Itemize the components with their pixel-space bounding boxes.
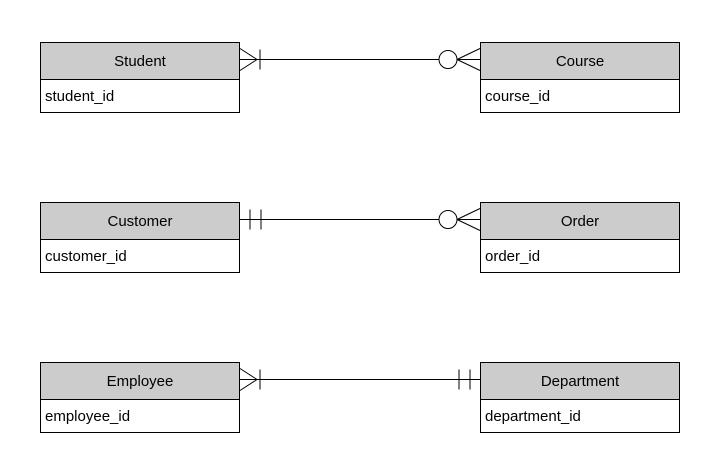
entity-department-name: Department — [540, 372, 620, 390]
entity-course-attribute: course_id — [485, 87, 551, 105]
entity-student-name: Student — [114, 52, 166, 70]
entity-course-name: Course — [555, 52, 605, 70]
cardinality-zero-or-many-icon — [438, 48, 481, 71]
entity-course-header: Course — [481, 43, 679, 80]
entity-order[interactable]: Order order_id — [480, 202, 680, 273]
cardinality-exactly-one-icon — [249, 209, 262, 230]
entity-employee-attribute-row[interactable]: employee_id — [41, 400, 239, 432]
entity-department-attribute-row[interactable]: department_id — [481, 400, 679, 432]
entity-student-attribute-row[interactable]: student_id — [41, 80, 239, 112]
entity-employee-header: Employee — [41, 363, 239, 400]
entity-department-attribute: department_id — [485, 407, 581, 425]
entity-order-attribute-row[interactable]: order_id — [481, 240, 679, 272]
connector-employee-department[interactable] — [239, 368, 480, 391]
entity-customer-attribute-row[interactable]: customer_id — [41, 240, 239, 272]
entity-order-attribute: order_id — [485, 247, 541, 265]
entity-order-header: Order — [481, 203, 679, 240]
entity-student-header: Student — [41, 43, 239, 80]
entity-employee[interactable]: Employee employee_id — [40, 362, 240, 433]
entity-customer[interactable]: Customer customer_id — [40, 202, 240, 273]
entity-student[interactable]: Student student_id — [40, 42, 240, 113]
entity-order-name: Order — [560, 212, 600, 230]
entity-student-attribute: student_id — [45, 87, 115, 105]
cardinality-exactly-one-icon — [458, 369, 471, 390]
cardinality-one-or-many-icon — [239, 368, 261, 391]
entity-course-attribute-row[interactable]: course_id — [481, 80, 679, 112]
cardinality-one-or-many-icon — [239, 48, 261, 71]
entity-customer-name: Customer — [107, 212, 173, 230]
cardinality-zero-or-many-icon — [438, 208, 481, 231]
entity-employee-attribute: employee_id — [45, 407, 131, 425]
entity-department-header: Department — [481, 363, 679, 400]
entity-customer-header: Customer — [41, 203, 239, 240]
connector-student-course[interactable] — [239, 48, 481, 71]
connector-customer-order[interactable] — [240, 208, 481, 231]
entity-customer-attribute: customer_id — [45, 247, 127, 265]
entity-employee-name: Employee — [106, 372, 174, 390]
entity-course[interactable]: Course course_id — [480, 42, 680, 113]
entity-department[interactable]: Department department_id — [480, 362, 680, 433]
